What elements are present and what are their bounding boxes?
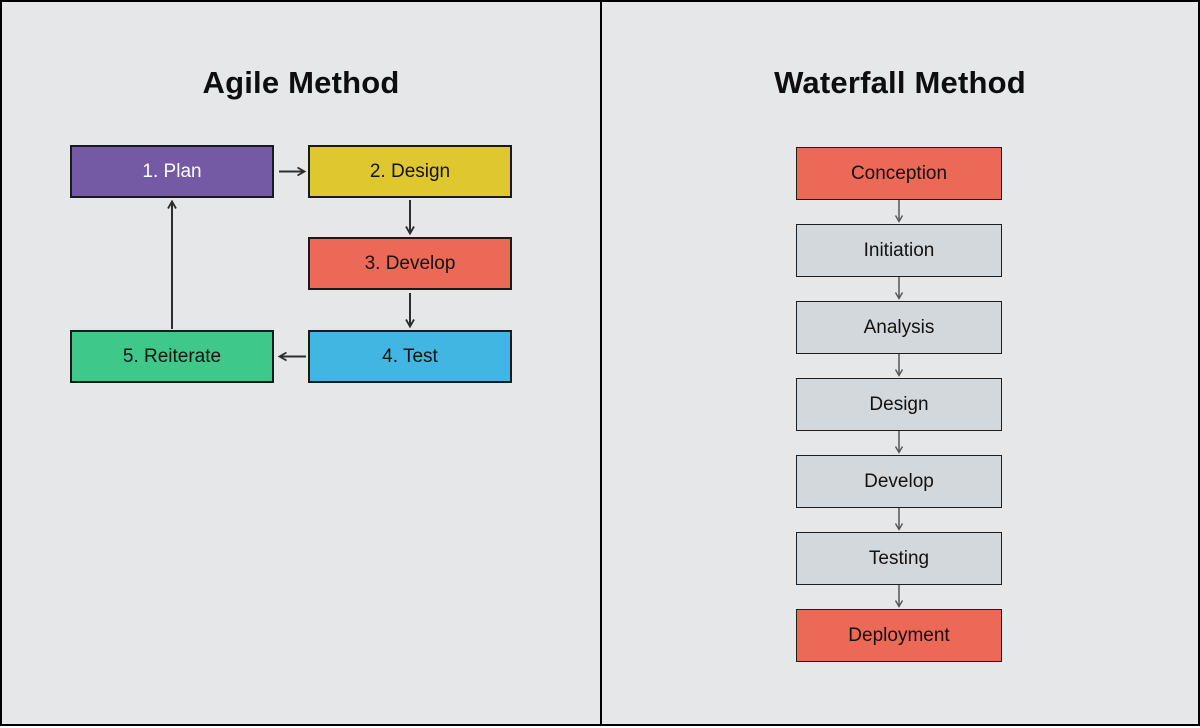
- agile-step-reiterate: 5. Reiterate: [70, 330, 274, 383]
- waterfall-step-conception: Conception: [796, 147, 1002, 200]
- agile-panel: Agile Method 1. Plan 2. Design 3. Develo…: [2, 2, 600, 724]
- agile-step-develop: 3. Develop: [308, 237, 512, 290]
- agile-step-test: 4. Test: [308, 330, 512, 383]
- waterfall-step-deployment: Deployment: [796, 609, 1002, 662]
- agile-title: Agile Method: [202, 65, 400, 100]
- waterfall-panel: Waterfall Method Conception Initiation A…: [600, 2, 1198, 724]
- waterfall-step-testing: Testing: [796, 532, 1002, 585]
- agile-step-design: 2. Design: [308, 145, 512, 198]
- waterfall-step-initiation: Initiation: [796, 224, 1002, 277]
- waterfall-title: Waterfall Method: [774, 65, 1026, 100]
- waterfall-step-analysis: Analysis: [796, 301, 1002, 354]
- waterfall-step-develop: Develop: [796, 455, 1002, 508]
- waterfall-step-design: Design: [796, 378, 1002, 431]
- agile-step-plan: 1. Plan: [70, 145, 274, 198]
